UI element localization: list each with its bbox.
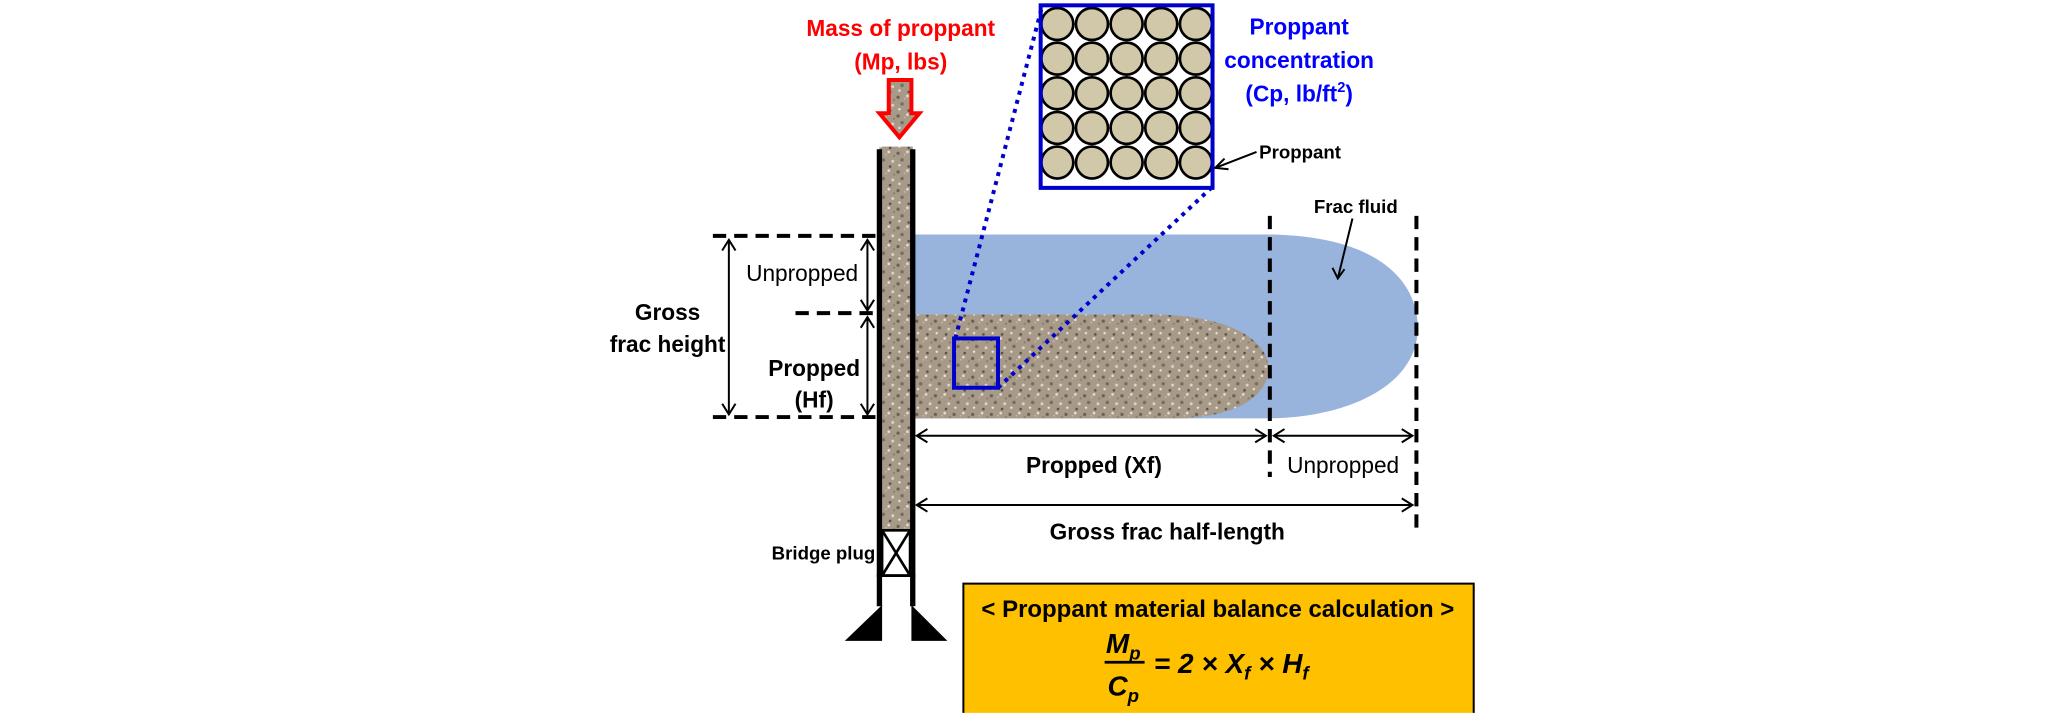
proppant-grain-icon	[1109, 75, 1144, 111]
zoom-connector-right	[996, 186, 1213, 390]
unpropped-height-label: Unpropped	[746, 260, 858, 286]
proppant-grain-icon	[1178, 145, 1214, 180]
propped-length-dimension	[914, 428, 1268, 444]
gross-frac-height-label-line1: Gross	[635, 299, 700, 325]
proppant-grain-icon	[1074, 41, 1110, 76]
gross-frac-height-label-line2: frac height	[610, 331, 726, 357]
unpropped-length-label: Unpropped	[1287, 452, 1399, 478]
zoom-source-box	[952, 336, 1001, 390]
wellbore-foot-right	[911, 604, 948, 641]
proppant-pointer-arrow	[1213, 150, 1257, 171]
wellbore-proppant	[879, 146, 913, 531]
concentration-label-line3: (Cp, lb/ft2)	[1245, 80, 1353, 106]
proppant-label: Proppant	[1259, 142, 1341, 163]
proppant-grain-icon	[1143, 41, 1179, 76]
zoom-detail-box	[1038, 3, 1215, 190]
proppant-grain-icon	[1074, 145, 1110, 180]
proppant-grain-icon	[1074, 6, 1110, 42]
proppant-grain-icon	[1074, 75, 1110, 111]
propped-height-dimension	[859, 315, 875, 417]
proppant-grain-icon	[1039, 75, 1075, 111]
proppant-grain-grid	[1039, 6, 1214, 180]
proppant-grain-icon	[1143, 6, 1179, 42]
unpropped-length-dimension	[1271, 428, 1415, 444]
formula-rhs: = 2 × Xf × Hf	[1154, 648, 1311, 684]
formula-box	[962, 582, 1475, 713]
formula-title: < Proppant material balance calculation …	[981, 596, 1454, 623]
proppant-grain-icon	[1109, 41, 1144, 76]
formula-denominator: Cp	[1107, 671, 1139, 707]
proppant-grain-icon	[1143, 75, 1179, 111]
proppant-grain-icon	[1178, 6, 1214, 42]
proppant-grain-icon	[1074, 110, 1110, 146]
frac-fluid-label: Frac fluid	[1314, 196, 1398, 217]
concentration-label-line2: concentration	[1224, 47, 1374, 73]
bridge-plug-label: Bridge plug	[772, 543, 876, 564]
propped-height-label-line2: (Hf)	[795, 387, 834, 413]
frac-fluid-pointer-arrow	[1331, 218, 1354, 281]
mass-label-line2: (Mp, lbs)	[854, 48, 947, 74]
concentration-label-line1: Proppant	[1249, 14, 1349, 40]
unpropped-height-dimension	[859, 237, 875, 313]
proppant-grain-icon	[1178, 75, 1214, 111]
proppant-grain-icon	[1039, 145, 1075, 180]
proppant-grain-icon	[1143, 110, 1179, 146]
gross-half-length-label: Gross frac half-length	[1050, 519, 1285, 545]
proppant-grain-icon	[1109, 110, 1144, 146]
gross-height-dimension	[721, 237, 737, 417]
propped-proppant-region	[912, 314, 1269, 419]
proppant-grain-icon	[1039, 6, 1075, 42]
bridge-plug-icon	[876, 528, 916, 577]
formula-numerator: Mp	[1106, 628, 1141, 664]
proppant-grain-icon	[1039, 110, 1075, 146]
proppant-grain-icon	[1178, 41, 1214, 76]
formula-equation: Mp Cp = 2 × Xf × Hf	[1104, 628, 1311, 707]
proppant-grain-icon	[1143, 145, 1179, 180]
proppant-grain-icon	[1109, 145, 1144, 180]
propped-height-label-line1: Propped	[768, 355, 860, 381]
down-arrow-icon	[875, 77, 924, 141]
gross-length-dimension	[914, 497, 1415, 513]
proppant-grain-icon	[1178, 110, 1214, 146]
propped-length-label: Propped (Xf)	[1026, 452, 1162, 478]
proppant-grain-icon	[1109, 6, 1144, 42]
proppant-grain-icon	[1039, 41, 1075, 76]
wellbore-foot-left	[844, 604, 883, 641]
zoom-connector-left	[953, 6, 1044, 339]
mass-label-line1: Mass of proppant	[806, 15, 995, 41]
